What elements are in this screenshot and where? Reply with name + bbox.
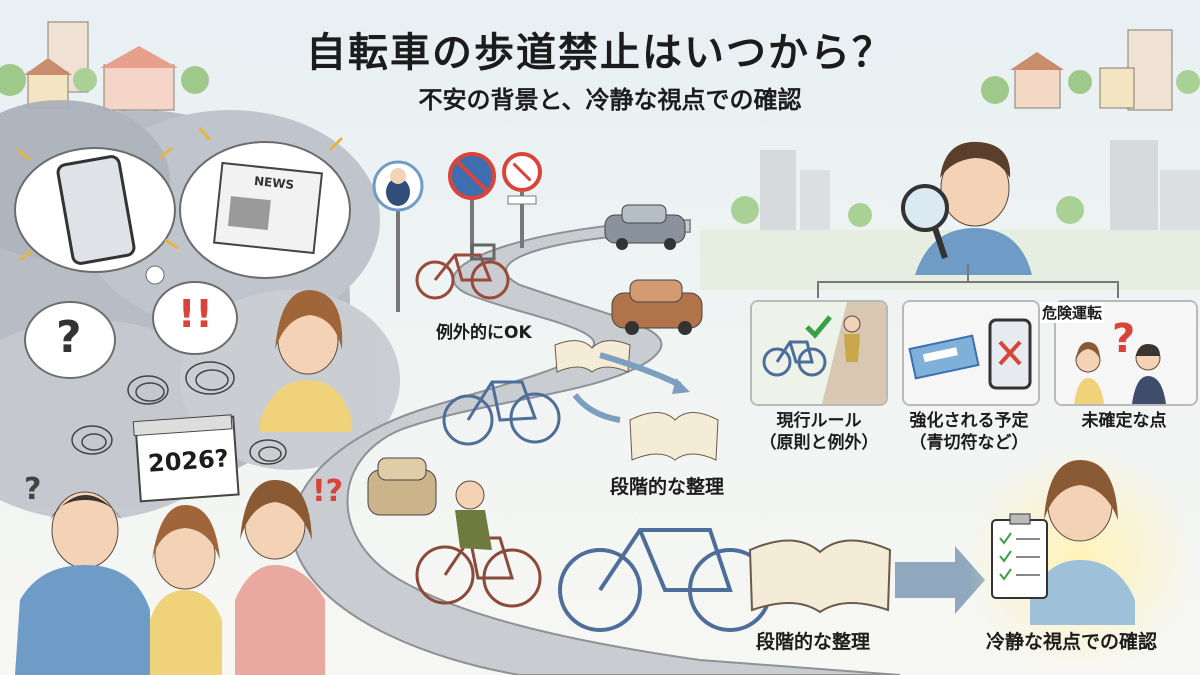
worry-scribbles — [71, 361, 287, 465]
winding-road — [291, 218, 901, 675]
bicycle-blue — [442, 380, 561, 446]
undecided-illustration: ? — [1056, 302, 1196, 404]
panel-current-rule — [750, 300, 888, 406]
danger-driving-label: 危険運転 — [1040, 302, 1105, 323]
panel-enforcement — [902, 300, 1040, 406]
car-gray — [604, 204, 686, 250]
senior-rider — [455, 480, 492, 550]
exception-label: 例外的にOK — [436, 323, 532, 343]
book-mid — [629, 412, 719, 461]
town-right — [981, 29, 1200, 111]
caption-undecided: 未確定な点 — [1054, 410, 1194, 432]
calendar-icon — [132, 414, 240, 503]
book-small — [554, 340, 631, 373]
stage-label-upper: 段階的な整理 — [610, 476, 725, 498]
stage-label-lower: 段階的な整理 — [756, 631, 871, 653]
caption-enforcement-line2: （青切符など） — [909, 433, 1029, 453]
enforcement-illustration — [904, 302, 1038, 404]
newspaper-bubble — [179, 127, 351, 279]
caption-current-rule-line1: 現行ルール — [776, 411, 862, 431]
question-mark: ? — [56, 312, 82, 363]
bicycle-red — [415, 243, 510, 300]
confident-woman — [991, 460, 1135, 625]
caption-enforcement-line1: 強化される予定 — [909, 411, 1029, 431]
book-large — [748, 539, 892, 614]
phone-bubble — [14, 146, 179, 285]
worried-people — [15, 480, 325, 675]
exclamation-mark: !! — [178, 292, 213, 336]
caption-enforcement: 強化される予定 （青切符など） — [896, 410, 1042, 454]
page-title: 自転車の歩道禁止はいつから？ — [306, 30, 894, 76]
car-brown — [611, 279, 703, 335]
final-label: 冷静な視点での確認 — [986, 631, 1158, 653]
svg-text:?: ? — [1112, 316, 1135, 362]
panel-undecided: ? — [1054, 300, 1198, 406]
investigator — [901, 141, 1032, 275]
caption-undecided-line1: 未確定な点 — [1081, 411, 1167, 431]
big-arrow — [895, 546, 985, 614]
bicycle-big — [558, 528, 772, 632]
car-beige — [367, 457, 437, 516]
worried-woman — [260, 290, 352, 432]
signs — [372, 152, 542, 312]
exclaim-question-mark: !? — [312, 474, 344, 509]
question-mark-small: ? — [24, 472, 42, 507]
current-rule-illustration — [752, 302, 886, 404]
caption-current-rule: 現行ルール （原則と例外） — [750, 410, 888, 454]
calendar-year: 2026? — [147, 444, 230, 478]
caption-current-rule-line2: （原則と例外） — [759, 433, 879, 453]
town-left — [0, 21, 209, 111]
page-subtitle: 不安の背景と、冷静な視点での確認 — [418, 86, 802, 114]
